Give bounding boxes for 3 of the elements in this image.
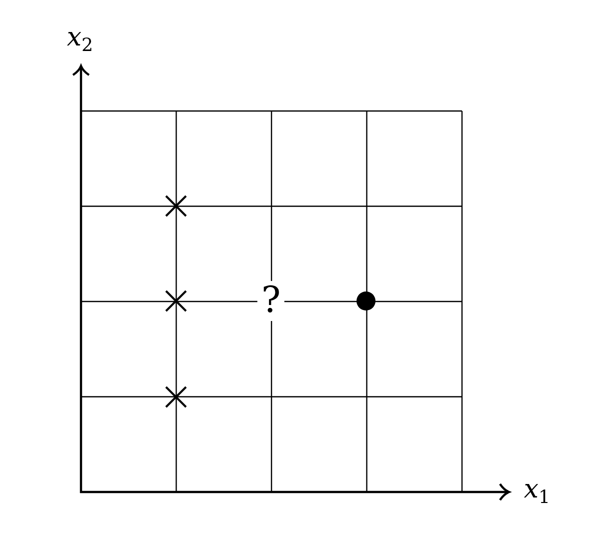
axis-label: x$_{2}$ xyxy=(66,24,94,56)
axis-label: x$_{1}$ xyxy=(524,476,550,508)
question-mark: ? xyxy=(257,281,285,321)
